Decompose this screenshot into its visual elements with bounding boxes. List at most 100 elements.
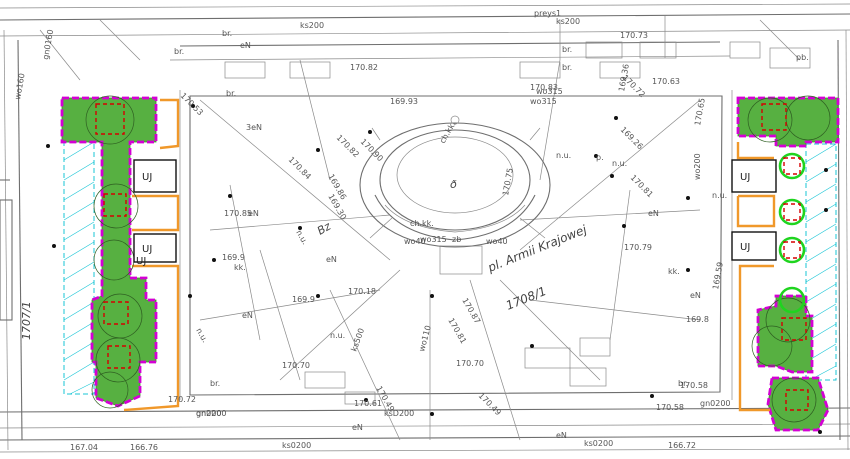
utility-label: ks200 bbox=[556, 17, 580, 26]
left-uj-markers bbox=[133, 159, 177, 263]
left-planting-bed bbox=[60, 95, 180, 412]
network-label: eN bbox=[690, 291, 701, 300]
utility-label: ksD200 bbox=[384, 409, 414, 418]
elevation-label: 166.72 bbox=[668, 441, 696, 450]
uj-label: UJ bbox=[142, 172, 152, 183]
elevation-label: 170.81 bbox=[629, 173, 655, 199]
elevation-label: 169.93 bbox=[390, 97, 418, 106]
utility-label: gn200 bbox=[196, 409, 221, 418]
elevation-label: 169.26 bbox=[619, 125, 645, 151]
elevation-label: 170.75 bbox=[501, 167, 515, 196]
utility-label: wo200 bbox=[693, 153, 702, 180]
uj-box bbox=[731, 231, 777, 261]
utility-label: wo110 bbox=[417, 324, 433, 352]
utility-label: br. bbox=[562, 45, 572, 54]
network-label: eN bbox=[248, 209, 259, 218]
elevation-label: 170.72 bbox=[168, 395, 196, 404]
elevation-label: 170.63 bbox=[652, 77, 680, 86]
network-label: kk. bbox=[668, 267, 680, 276]
elevation-label: 170.87 bbox=[460, 297, 482, 326]
network-label: p. bbox=[596, 153, 604, 162]
elevation-label: 170.81 bbox=[446, 317, 468, 346]
elevation-label: 170.70 bbox=[282, 361, 310, 370]
elevation-label: 170.70 bbox=[456, 359, 484, 368]
network-label: br. bbox=[210, 379, 220, 388]
network-label: eN bbox=[648, 209, 659, 218]
elevation-label: 170.82 bbox=[350, 63, 378, 72]
right-uj-markers bbox=[731, 159, 777, 261]
network-label: n.u. bbox=[294, 229, 309, 247]
elevation-label: 170.53 bbox=[179, 91, 205, 117]
uj-label: UJ bbox=[740, 242, 750, 253]
central-monument bbox=[359, 115, 551, 248]
network-label: br. bbox=[678, 379, 688, 388]
right-planting-bed bbox=[736, 95, 840, 432]
utility-label: ks0200 bbox=[584, 439, 613, 448]
elevation-label: 169.9 bbox=[222, 253, 245, 262]
utility-label: ks200 bbox=[300, 21, 324, 30]
network-label: eN bbox=[326, 255, 337, 264]
network-label: zb bbox=[452, 235, 461, 244]
network-label: n.u. bbox=[612, 159, 627, 168]
utility-label: wo315 bbox=[420, 235, 447, 244]
network-label: br. bbox=[226, 89, 236, 98]
elevation-label: 170.73 bbox=[620, 31, 648, 40]
square-name-label: pl. Armii Krajowej bbox=[485, 222, 589, 275]
utility-label: wo315 bbox=[530, 97, 557, 106]
elevation-label: 167.04 bbox=[70, 443, 98, 452]
network-label: n.u. bbox=[194, 327, 209, 345]
uj-box bbox=[133, 159, 177, 193]
elevation-label: 170.85 bbox=[224, 209, 252, 218]
network-label: wo40 bbox=[486, 237, 508, 246]
monument-symbol: ð bbox=[450, 178, 457, 191]
elevation-label: 170.65 bbox=[693, 97, 707, 126]
uj-box bbox=[133, 233, 177, 263]
street-linework bbox=[0, 3, 850, 453]
left-water-area bbox=[63, 141, 95, 395]
elevation-label: 170.49 bbox=[477, 391, 503, 417]
utility-label: gn0200 bbox=[196, 409, 227, 418]
utility-label: wo315 bbox=[536, 87, 563, 96]
utility-label: br. bbox=[174, 47, 184, 56]
utility-label: ch.kk. bbox=[410, 219, 434, 228]
uj-label: UJ bbox=[740, 172, 750, 183]
survey-points bbox=[46, 104, 828, 434]
network-label: 3eN bbox=[246, 123, 262, 132]
elevation-label: 169.59 bbox=[711, 261, 725, 290]
utility-label: gn0160 bbox=[41, 29, 55, 61]
elevation-label: 170.84 bbox=[287, 155, 313, 181]
right-water-area bbox=[805, 143, 837, 381]
elevation-label: 170.83 bbox=[530, 83, 558, 92]
network-label: eN bbox=[240, 41, 251, 50]
elevation-label: 169.9 bbox=[292, 295, 315, 304]
elevation-label: 170.58 bbox=[680, 381, 708, 390]
network-label: eN bbox=[352, 423, 363, 432]
utility-label: ks0200 bbox=[282, 441, 311, 450]
network-label: eN bbox=[242, 311, 253, 320]
network-label: br. bbox=[562, 63, 572, 72]
elevation-label: 170.18 bbox=[348, 287, 376, 296]
network-label: kk. bbox=[234, 263, 246, 272]
elevation-label: 170.90 bbox=[359, 137, 385, 163]
utility-label: ks500 bbox=[349, 327, 366, 353]
elevation-label: 166.76 bbox=[130, 443, 158, 452]
parcel-number-label: 1708/1 bbox=[504, 284, 548, 313]
utility-label: preys1 bbox=[534, 9, 561, 18]
utility-label: br. bbox=[222, 29, 232, 38]
elevation-label: 170.58 bbox=[656, 403, 684, 412]
network-label: eN bbox=[556, 431, 567, 440]
elevation-label: 169.8 bbox=[686, 315, 709, 324]
network-label: wo40 bbox=[404, 237, 426, 246]
uj-box bbox=[731, 159, 777, 193]
left-parcel-number-label: 1707/1 bbox=[20, 301, 33, 340]
network-label: n.u. bbox=[330, 331, 345, 340]
elevation-label: 170.61 bbox=[354, 399, 382, 408]
utility-label: pb. bbox=[796, 53, 809, 62]
network-label: n.u. bbox=[712, 191, 727, 200]
zone-code-label: Bz bbox=[315, 220, 333, 238]
utility-label: wo160 bbox=[13, 72, 27, 100]
network-label: n.u. bbox=[556, 151, 571, 160]
utility-label: gn0200 bbox=[700, 399, 731, 408]
